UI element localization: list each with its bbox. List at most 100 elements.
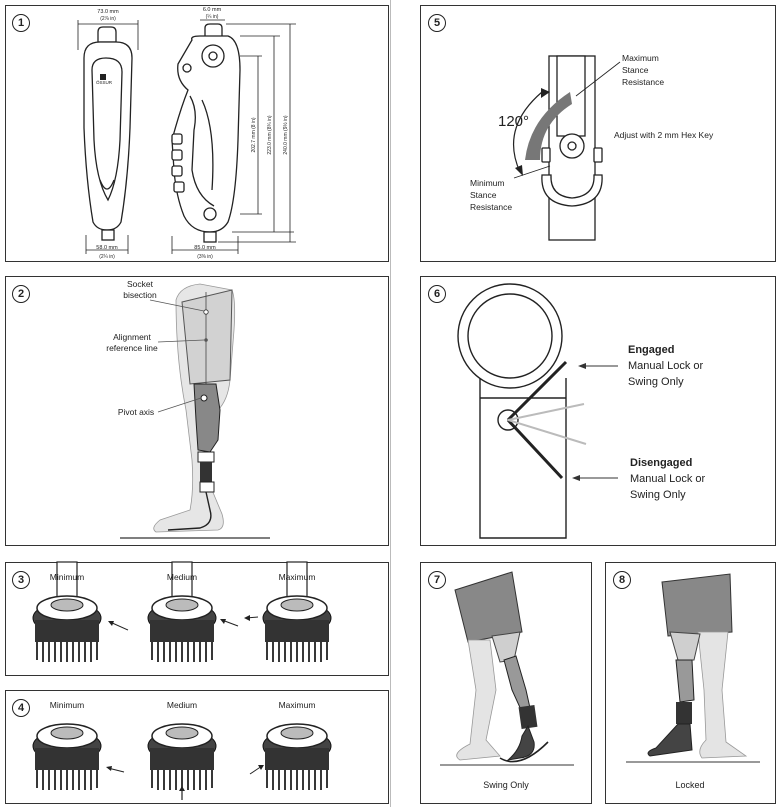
dim-bottom-front-in: (2¼ in) [99, 254, 115, 260]
dim-bottom-side: 85.0 mm [194, 245, 216, 251]
disengaged-line-2: Swing Only [630, 489, 686, 501]
socket-shape [181, 289, 233, 385]
ankle-unit [518, 704, 538, 730]
max-label-1: Maximum [622, 53, 659, 63]
sound-leg [456, 639, 501, 761]
knee-front-view [83, 26, 133, 241]
u-bracket [541, 174, 603, 207]
dial-minimum [32, 561, 129, 662]
knee-side-view [171, 23, 241, 243]
logo-text: ÖSSUR [96, 79, 113, 85]
dim-height-3: 240.0 mm (9½ in) [282, 115, 289, 155]
shorts [661, 573, 733, 637]
resistance-gradient-arc [525, 92, 572, 160]
knee-frame [479, 378, 567, 539]
dial-medium [147, 561, 239, 662]
caption-swing-only: Swing Only [483, 780, 529, 790]
label-socket-2: bisection [123, 290, 157, 300]
lever-ghost-positions [507, 403, 587, 445]
engaged-title: Engaged [628, 344, 674, 356]
lever-engaged [506, 360, 568, 422]
dim-top-offset-in: (¼ in) [206, 14, 219, 20]
dim-bottom-front: 58.0 mm [96, 245, 118, 251]
caption-locked: Locked [675, 780, 704, 790]
dim-height-2: 223.0 mm (8¾ in) [267, 115, 273, 155]
foot-blade [499, 741, 549, 763]
dim-height-1: 202.7 mm (8 in) [251, 117, 257, 152]
label-pivot: Pivot axis [118, 407, 154, 417]
min-label-3: Resistance [470, 202, 512, 212]
p3-label-minimum: Minimum [50, 572, 84, 582]
socket [669, 631, 701, 661]
foot-blade [167, 491, 212, 531]
dial-maximum [244, 561, 332, 662]
panel-6-badge: 6 [428, 285, 446, 303]
socket-leader [149, 299, 205, 312]
p3-label-maximum: Maximum [279, 572, 316, 582]
sound-leg [697, 631, 748, 759]
knee-unit [193, 383, 221, 453]
alignment-point [204, 338, 208, 342]
lock-housing-inner [467, 293, 553, 379]
min-label-2: Stance [470, 190, 497, 200]
engaged-line-2: Swing Only [628, 376, 684, 388]
p3-label-medium: Medium [167, 572, 197, 582]
pivot-leader [157, 397, 202, 413]
panel-2-badge: 2 [12, 285, 30, 303]
dim-top-width: 73.0 mm [97, 9, 119, 15]
lever-disengaged [506, 418, 564, 480]
panel-3-badge: 3 [12, 571, 30, 589]
ankle-unit [200, 462, 212, 482]
shorts [454, 571, 523, 643]
dim-bottom-side-in: (3⅜ in) [197, 254, 213, 260]
dial4-medium [147, 723, 217, 800]
ossur-logo-icon [100, 74, 106, 80]
max-label-3: Resistance [622, 77, 664, 87]
dim-top-offset: 6.0 mm [203, 7, 222, 13]
prosthetic-foot [506, 724, 535, 761]
angle-arrow-top [541, 88, 550, 98]
ankle-adapter [199, 481, 215, 493]
prosthetic-foot [647, 723, 693, 757]
max-label-2: Stance [622, 65, 649, 75]
label-alignment-1: Alignment [113, 332, 151, 342]
panel-5-stance-resistance [420, 5, 776, 262]
panel-4-badge: 4 [12, 699, 30, 717]
min-label-1: Minimum [470, 178, 504, 188]
engaged-line-1: Manual Lock or [628, 360, 704, 372]
knee-unit [675, 659, 695, 703]
adjust-screw-inner [567, 141, 577, 151]
angle-label: 120° [498, 113, 529, 130]
hex-key-label: Adjust with 2 mm Hex Key [614, 130, 714, 140]
panel-5-badge: 5 [428, 14, 446, 32]
label-socket-1: Socket [127, 279, 154, 289]
panel-1-badge: 1 [12, 14, 30, 32]
disengaged-title: Disengaged [630, 457, 692, 469]
socket-bisection-point [203, 309, 209, 315]
angle-arrow-bottom [515, 165, 523, 176]
p4-label-medium: Medium [167, 700, 197, 710]
dial4-minimum [32, 723, 125, 790]
label-alignment-2: reference line [106, 343, 158, 353]
angle-arc [512, 91, 543, 173]
dim-top-width-in: (2⅞ in) [100, 16, 116, 22]
panel-7-badge: 7 [428, 571, 446, 589]
p4-label-maximum: Maximum [279, 700, 316, 710]
page-divider [390, 0, 391, 807]
min-leader [513, 165, 551, 179]
disengaged-line-1: Manual Lock or [630, 473, 706, 485]
max-leader [575, 61, 621, 97]
p4-label-minimum: Minimum [50, 700, 84, 710]
dial4-maximum [249, 723, 332, 790]
alignment-leader [157, 339, 205, 343]
panel-8-badge: 8 [613, 571, 631, 589]
ankle-unit [676, 702, 692, 724]
